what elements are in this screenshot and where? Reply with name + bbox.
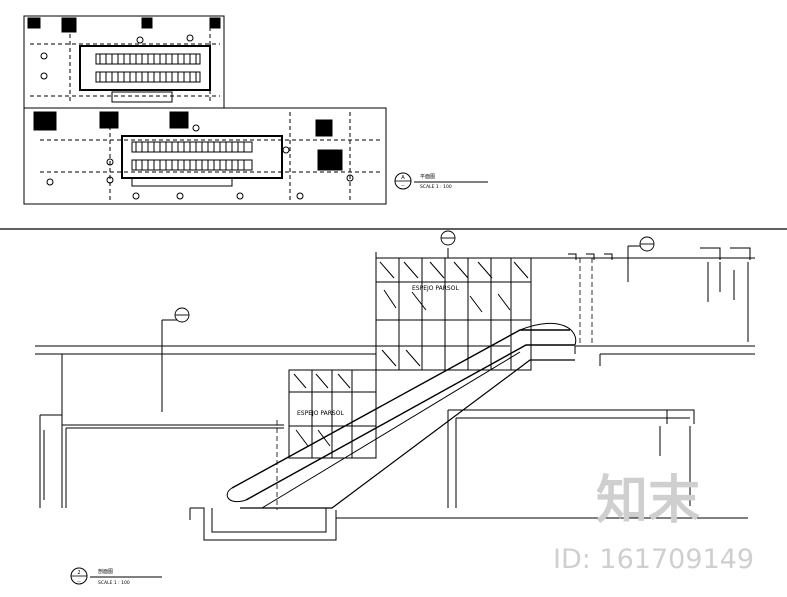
section-title-mark: 2: [77, 570, 80, 576]
callout-top-center: [440, 230, 456, 246]
plan-view: [23, 15, 387, 205]
glass-label-upper: ESPEJO PARSOL: [412, 285, 459, 292]
plan-title-sheet: —: [401, 183, 405, 188]
section-view: [35, 245, 755, 541]
plan-title-mark: A: [401, 175, 405, 181]
section-title-sheet: —: [77, 579, 81, 584]
callout-left: [174, 307, 190, 323]
section-title-text: 剖面图: [98, 568, 113, 575]
callout-top-right: [639, 236, 655, 252]
section-callouts: [174, 230, 655, 323]
section-title-block: 2 — 剖面图 SCALE 1 : 100: [70, 567, 162, 586]
plan-scale-text: SCALE 1 : 100: [420, 184, 452, 190]
watermark-logo: 知末: [596, 471, 700, 531]
plan-title-block: A — 平面图 SCALE 1 : 100: [394, 172, 488, 190]
glass-label-lower: ESPEJO PARSOL: [297, 410, 344, 417]
section-scale-text: SCALE 1 : 100: [98, 580, 130, 586]
watermark-id: ID: 161709149: [553, 544, 754, 575]
plan-title-text: 平面图: [420, 174, 435, 180]
